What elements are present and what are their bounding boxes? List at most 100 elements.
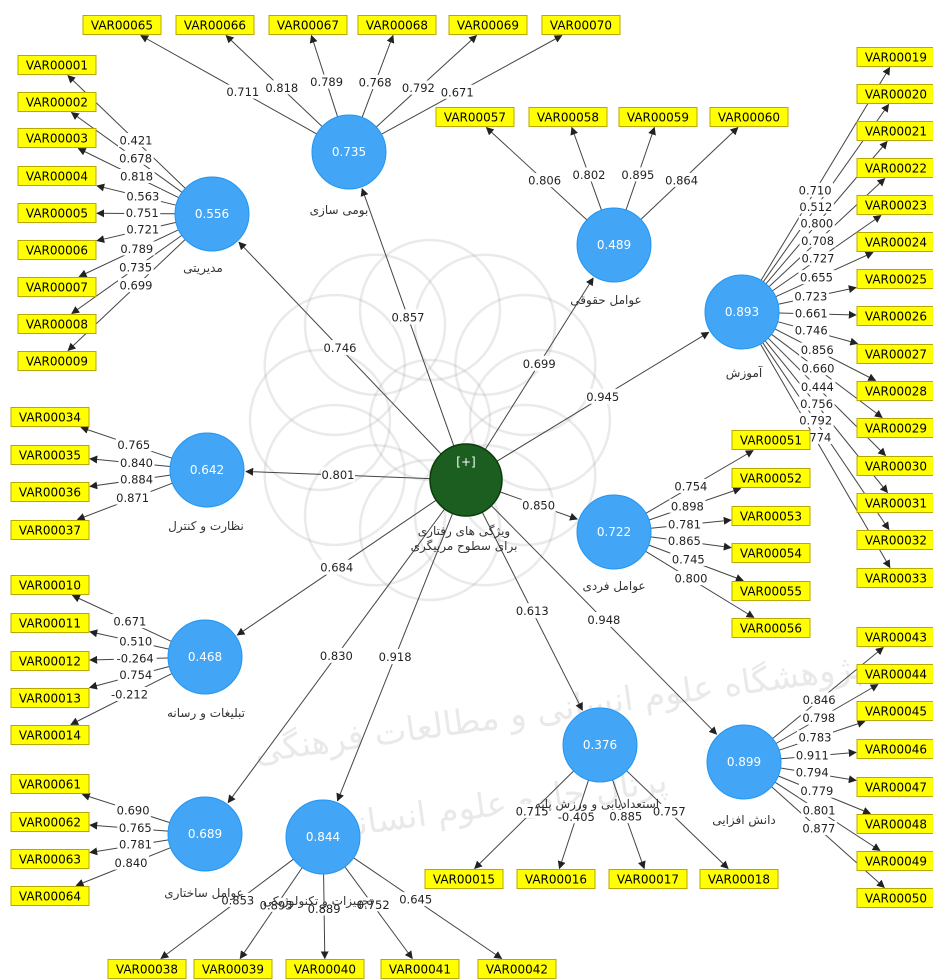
indicator-var00051[interactable]: VAR00051 (731, 430, 811, 450)
indicator-var00056[interactable]: VAR00056 (731, 618, 811, 638)
loading-edge (474, 770, 574, 870)
indicator-var00049[interactable]: VAR00049 (856, 851, 933, 871)
indicator-var00023[interactable]: VAR00023 (856, 195, 933, 215)
indicator-var00028[interactable]: VAR00028 (856, 381, 933, 401)
indicator-var00054[interactable]: VAR00054 (731, 543, 811, 563)
indicator-var00057[interactable]: VAR00057 (435, 107, 515, 127)
indicator-var00053[interactable]: VAR00053 (731, 506, 811, 526)
indicator-label: VAR00012 (19, 655, 81, 669)
expand-marker[interactable]: [+] (456, 455, 475, 469)
indicator-var00017[interactable]: VAR00017 (608, 869, 688, 889)
indicator-var00030[interactable]: VAR00030 (856, 456, 933, 476)
indicator-var00044[interactable]: VAR00044 (856, 664, 933, 684)
indicator-var00001[interactable]: VAR00001 (17, 55, 97, 75)
indicator-var00070[interactable]: VAR00070 (541, 15, 621, 35)
indicator-var00058[interactable]: VAR00058 (528, 107, 608, 127)
indicator-var00032[interactable]: VAR00032 (856, 530, 933, 550)
indicator-var00020[interactable]: VAR00020 (856, 84, 933, 104)
loading-edge (71, 234, 183, 314)
indicator-var00067[interactable]: VAR00067 (268, 15, 348, 35)
indicator-var00045[interactable]: VAR00045 (856, 701, 933, 721)
indicator-var00012[interactable]: VAR00012 (10, 651, 90, 671)
indicator-var00040[interactable]: VAR00040 (285, 959, 365, 979)
indicator-var00060[interactable]: VAR00060 (709, 107, 789, 127)
indicator-var00038[interactable]: VAR00038 (107, 959, 187, 979)
indicator-var00031[interactable]: VAR00031 (856, 493, 933, 513)
indicator-var00068[interactable]: VAR00068 (357, 15, 437, 35)
indicator-var00033[interactable]: VAR00033 (856, 568, 933, 588)
indicator-box (448, 15, 528, 35)
indicator-box (856, 344, 933, 364)
indicator-var00013[interactable]: VAR00013 (10, 688, 90, 708)
indicator-var00050[interactable]: VAR00050 (856, 888, 933, 908)
indicator-label: VAR00004 (26, 170, 88, 184)
indicator-var00055[interactable]: VAR00055 (731, 581, 811, 601)
indicator-box (731, 430, 811, 450)
watermark-petal (303, 253, 447, 396)
indicator-var00034[interactable]: VAR00034 (10, 407, 90, 427)
indicator-var00039[interactable]: VAR00039 (193, 959, 273, 979)
indicator-var00037[interactable]: VAR00037 (10, 520, 90, 540)
indicator-var00043[interactable]: VAR00043 (856, 627, 933, 647)
indicator-var00025[interactable]: VAR00025 (856, 269, 933, 289)
indicator-var00035[interactable]: VAR00035 (10, 445, 90, 465)
indicator-var00052[interactable]: VAR00052 (731, 468, 811, 488)
indicator-var00047[interactable]: VAR00047 (856, 777, 933, 797)
indicator-var00016[interactable]: VAR00016 (516, 869, 596, 889)
indicator-var00062[interactable]: VAR00062 (10, 812, 90, 832)
indicator-var00063[interactable]: VAR00063 (10, 849, 90, 869)
indicator-var00069[interactable]: VAR00069 (448, 15, 528, 35)
loading-label-bg (117, 837, 154, 852)
latent-name: مدیریتی (183, 261, 223, 276)
indicator-var00003[interactable]: VAR00003 (17, 128, 97, 148)
indicator-var00027[interactable]: VAR00027 (856, 344, 933, 364)
indicator-var00010[interactable]: VAR00010 (10, 575, 90, 595)
indicator-var00002[interactable]: VAR00002 (17, 92, 97, 112)
indicator-var00021[interactable]: VAR00021 (856, 121, 933, 141)
indicator-var00019[interactable]: VAR00019 (856, 47, 933, 67)
indicator-var00015[interactable]: VAR00015 (424, 869, 504, 889)
loading-value: 0.710 (799, 183, 832, 197)
indicator-var00048[interactable]: VAR00048 (856, 814, 933, 834)
indicator-var00006[interactable]: VAR00006 (17, 240, 97, 260)
indicator-var00026[interactable]: VAR00026 (856, 306, 933, 326)
indicator-var00061[interactable]: VAR00061 (10, 774, 90, 794)
indicator-var00007[interactable]: VAR00007 (17, 277, 97, 297)
indicator-var00008[interactable]: VAR00008 (17, 314, 97, 334)
indicator-var00011[interactable]: VAR00011 (10, 613, 90, 633)
indicator-var00022[interactable]: VAR00022 (856, 158, 933, 178)
loading-label-bg (224, 84, 261, 99)
indicator-var00009[interactable]: VAR00009 (17, 351, 97, 371)
indicator-label: VAR00025 (865, 273, 927, 287)
indicator-var00041[interactable]: VAR00041 (380, 959, 460, 979)
indicator-var00059[interactable]: VAR00059 (618, 107, 698, 127)
indicator-var00065[interactable]: VAR00065 (82, 15, 162, 35)
indicator-var00046[interactable]: VAR00046 (856, 739, 933, 759)
indicator-box (17, 277, 97, 297)
indicator-var00042[interactable]: VAR00042 (477, 959, 557, 979)
indicator-var00036[interactable]: VAR00036 (10, 482, 90, 502)
indicator-var00005[interactable]: VAR00005 (17, 203, 97, 223)
indicator-var00014[interactable]: VAR00014 (10, 725, 90, 745)
loading-label-bg (798, 396, 835, 411)
indicator-label: VAR00023 (865, 199, 927, 213)
indicator-var00064[interactable]: VAR00064 (10, 886, 90, 906)
indicator-var00029[interactable]: VAR00029 (856, 418, 933, 438)
indicator-var00004[interactable]: VAR00004 (17, 166, 97, 186)
indicator-var00018[interactable]: VAR00018 (699, 869, 779, 889)
indicator-box (856, 493, 933, 513)
indicator-var00024[interactable]: VAR00024 (856, 232, 933, 252)
indicator-var00066[interactable]: VAR00066 (175, 15, 255, 35)
